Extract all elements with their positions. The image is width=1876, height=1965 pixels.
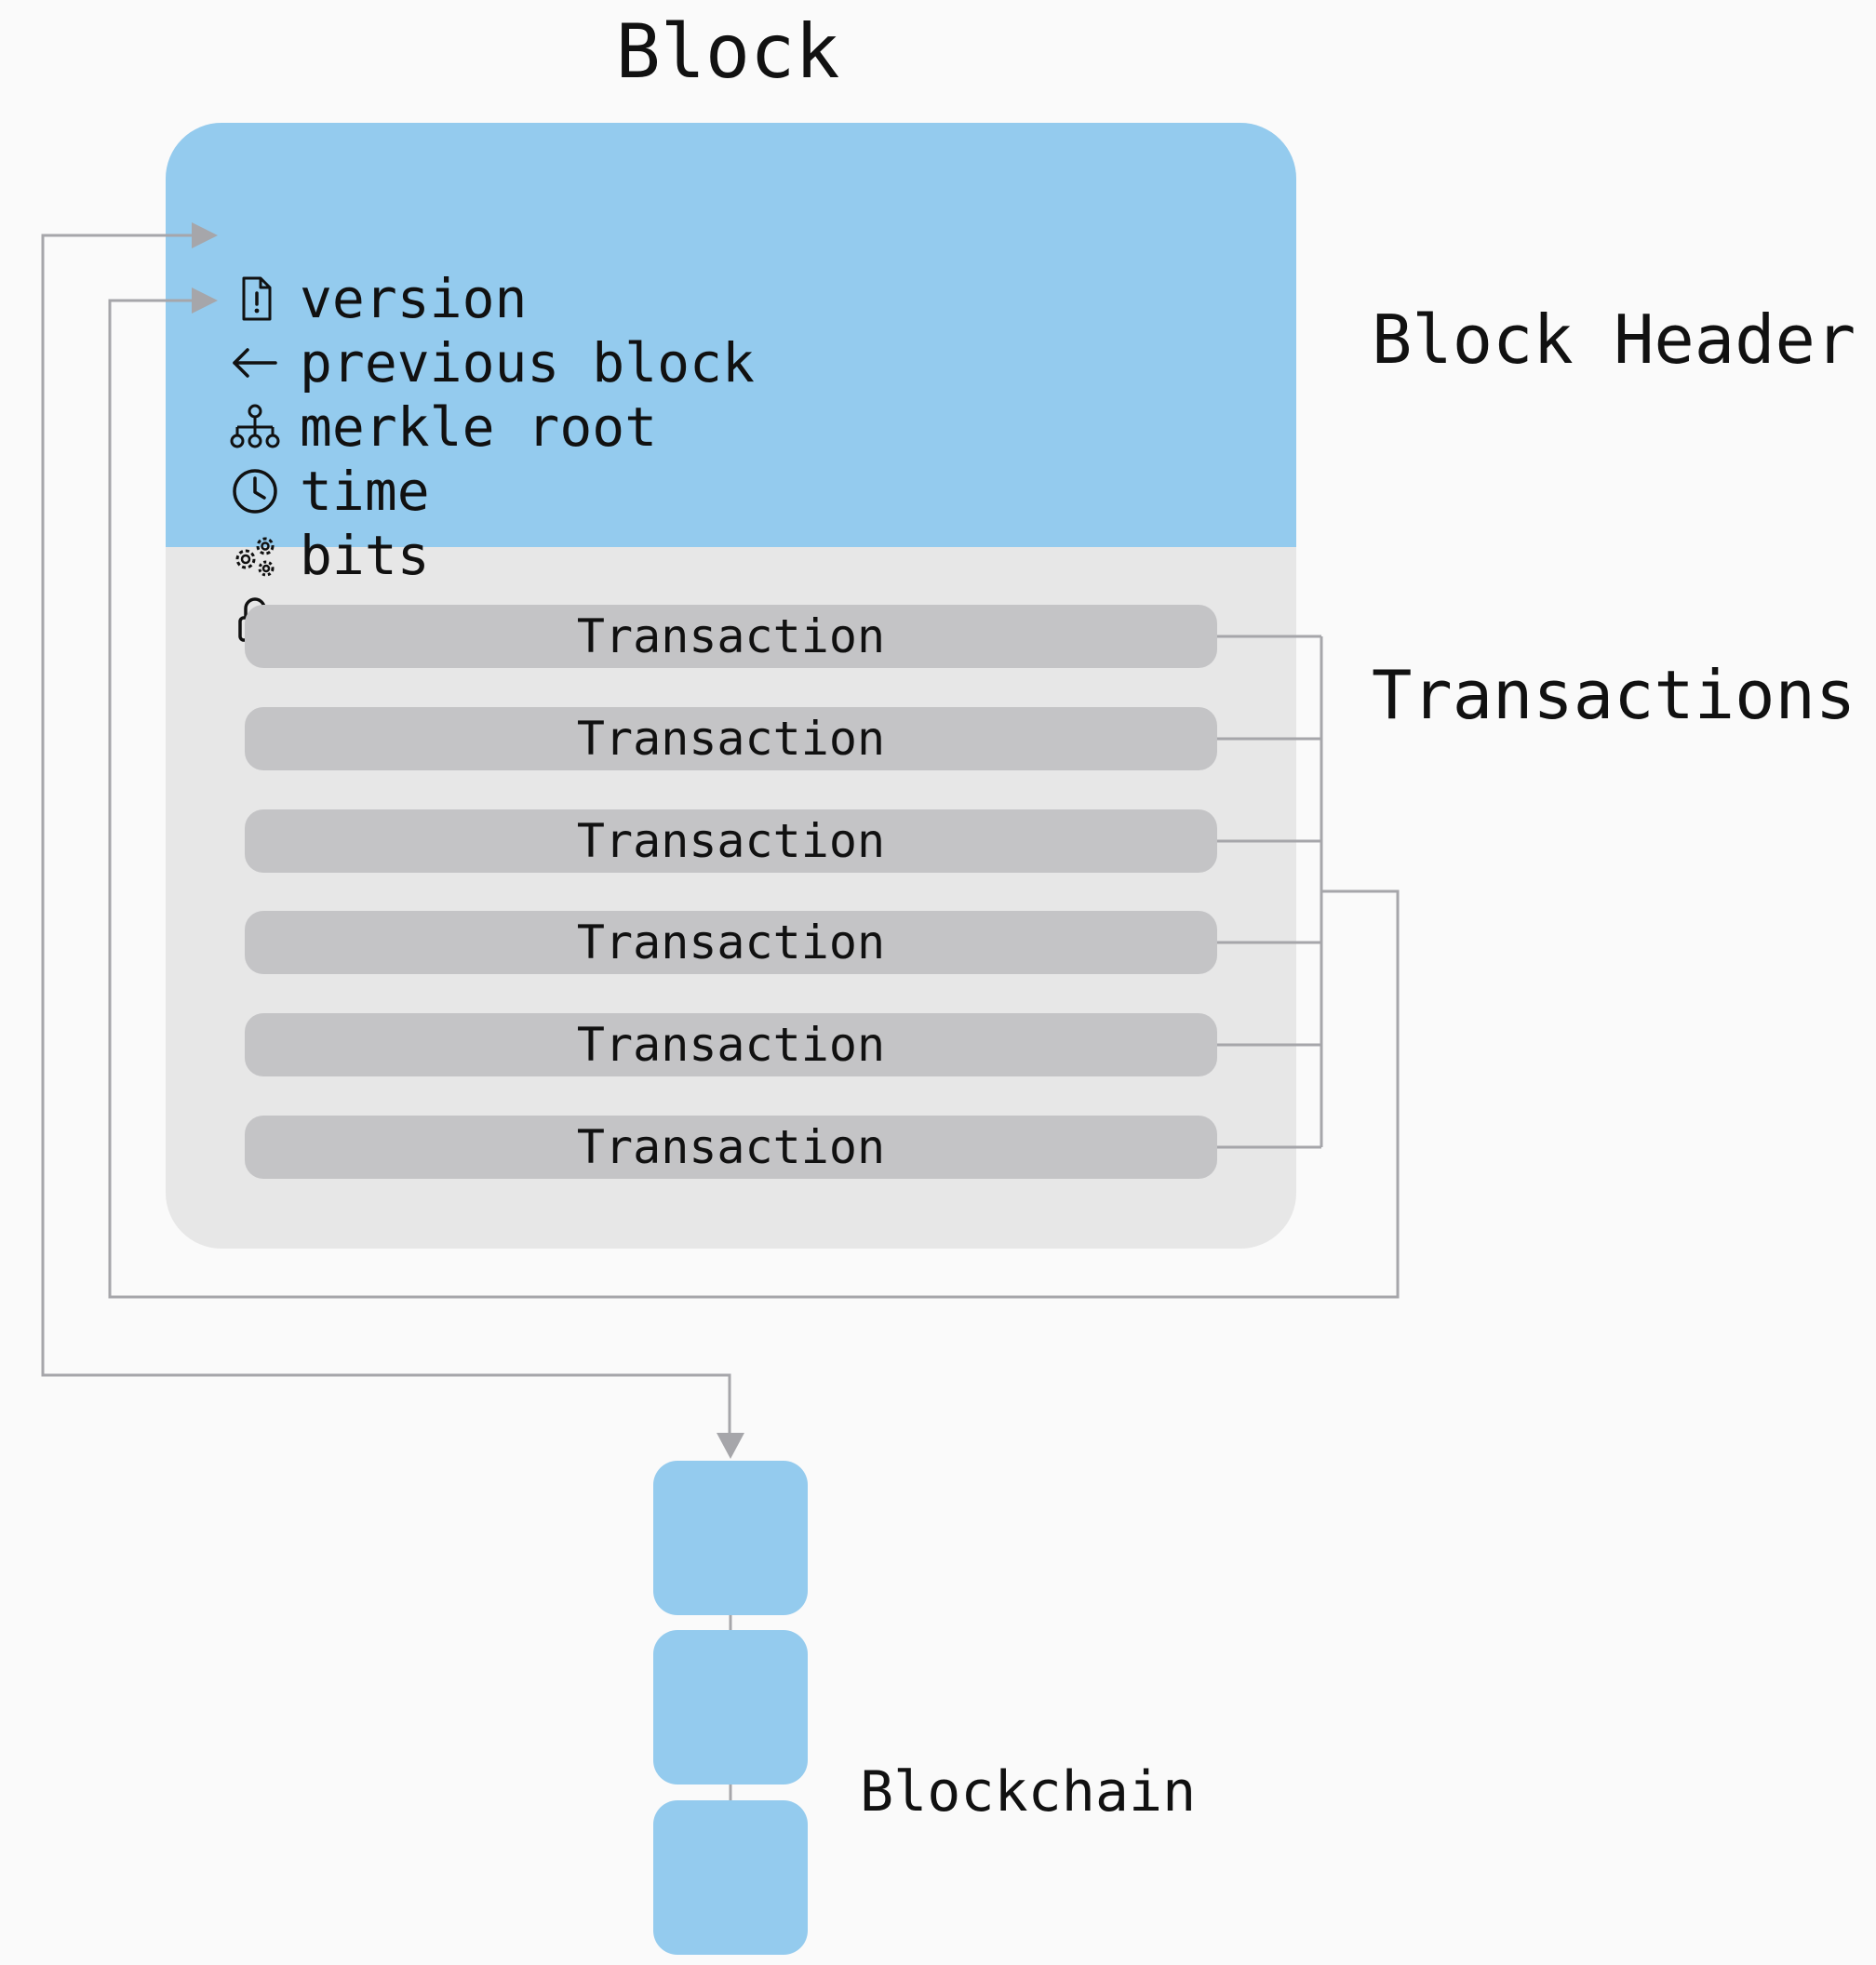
block-card: version previous block merkle root time (166, 123, 1296, 1249)
transaction-item: Transaction (245, 1013, 1217, 1076)
field-previous-block: previous block (229, 330, 755, 395)
chain-block (653, 1800, 808, 1955)
field-label-previous-block: previous block (300, 331, 755, 394)
field-label-bits: bits (300, 524, 430, 587)
field-version: version (229, 266, 527, 331)
chain-block (653, 1461, 808, 1615)
field-label-version: version (300, 267, 528, 330)
field-bits: bits (229, 523, 430, 588)
field-time: time (229, 459, 430, 524)
transaction-item: Transaction (245, 1116, 1217, 1179)
transaction-item: Transaction (245, 809, 1217, 873)
field-label-time: time (300, 460, 430, 523)
previous-block-route (41, 234, 731, 1433)
field-merkle-root: merkle root (229, 394, 657, 460)
transaction-item: Transaction (245, 707, 1217, 770)
transactions-label: Transactions (1372, 656, 1856, 734)
blockchain-label: Blockchain (860, 1759, 1197, 1825)
block-title: Block (615, 8, 840, 95)
transaction-item: Transaction (245, 605, 1217, 668)
chain-block (653, 1630, 808, 1785)
arrowhead-blockchain (717, 1433, 744, 1459)
transactions-section: Transaction Transaction Transaction Tran… (166, 547, 1296, 1249)
field-label-merkle-root: merkle root (300, 395, 658, 459)
merkle-route (108, 299, 1400, 1299)
block-header-label: Block Header (1372, 301, 1856, 379)
hierarchy-icon (229, 401, 281, 453)
clock-icon (229, 465, 281, 517)
transaction-item: Transaction (245, 911, 1217, 974)
arrowhead-merkle-root (192, 287, 218, 314)
document-icon (229, 273, 281, 325)
gears-icon (229, 529, 281, 581)
arrow-left-icon (229, 337, 281, 389)
arrowhead-previous-block (192, 222, 218, 248)
block-header-section: version previous block merkle root time (166, 123, 1296, 651)
